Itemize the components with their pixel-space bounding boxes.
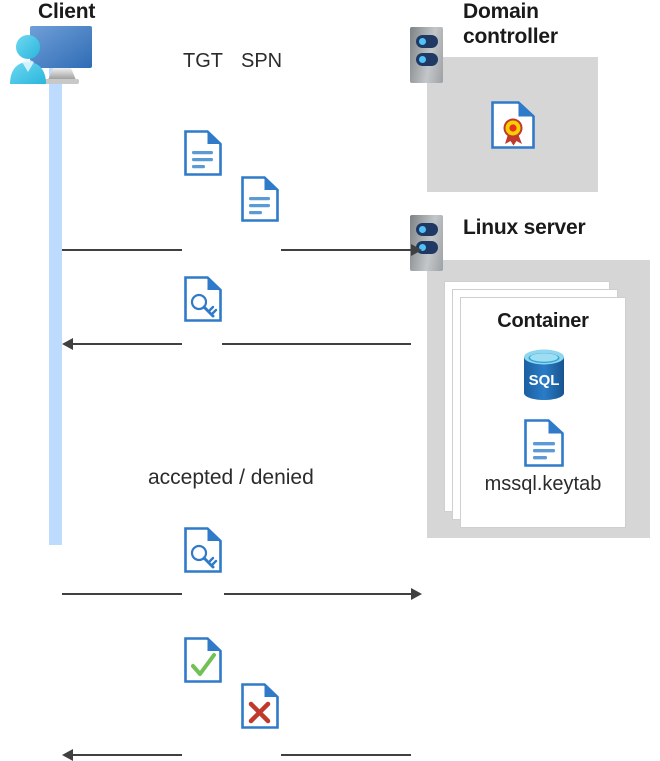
- spn-label: SPN: [241, 50, 283, 72]
- sql-database-icon: SQL: [521, 348, 567, 402]
- container-title: Container: [497, 310, 589, 332]
- rack-dot-bottom: [419, 244, 426, 251]
- client-lifeline: [49, 60, 62, 545]
- arrow-head-right: [411, 588, 422, 600]
- tgt-document-icon: [184, 130, 222, 176]
- denied-document-icon: [241, 683, 279, 729]
- linux-server-server-rack-icon: [410, 215, 443, 271]
- certificate-icon: [491, 101, 535, 149]
- ticket-presented-key-document-icon: [184, 527, 222, 573]
- tgt-label: TGT: [183, 50, 223, 72]
- keytab-document-icon: [524, 419, 564, 467]
- domain-controller-server-rack-icon: [410, 27, 443, 83]
- domain-controller-title-line1: Domain: [463, 0, 539, 23]
- arrow-head-left: [62, 338, 73, 350]
- auth-result-caption: accepted / denied: [148, 466, 314, 489]
- rack-dot-top: [419, 38, 426, 45]
- service-ticket-key-document-icon: [184, 276, 222, 322]
- rack-dot-top: [419, 226, 426, 233]
- container-card-front[interactable]: [460, 297, 626, 528]
- accepted-document-icon: [184, 637, 222, 683]
- client-title: Client: [38, 0, 96, 23]
- linux-server-title: Linux server: [463, 216, 586, 239]
- client-workstation-icon: [8, 24, 108, 86]
- rack-dot-bottom: [419, 56, 426, 63]
- arrow-head-right: [411, 244, 422, 256]
- domain-controller-title-line2: controller: [463, 25, 558, 48]
- keytab-label: mssql.keytab: [484, 473, 602, 495]
- sql-label: SQL: [529, 372, 560, 389]
- spn-document-icon: [241, 176, 279, 222]
